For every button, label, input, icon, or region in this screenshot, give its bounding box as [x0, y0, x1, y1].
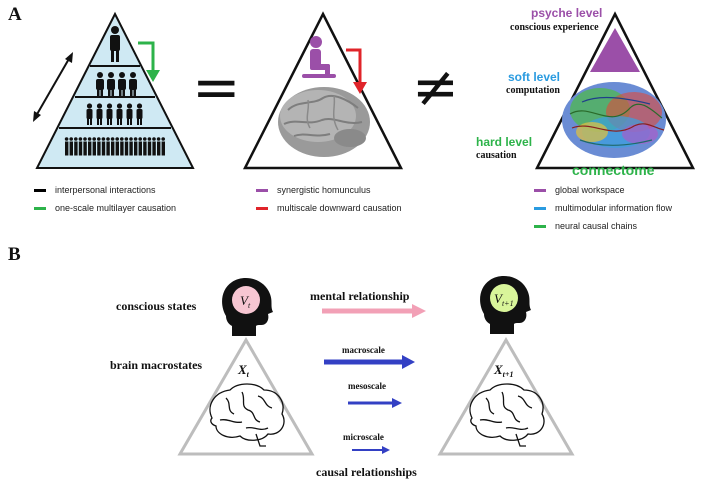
crowd-person-figure [147, 137, 152, 156]
global-workspace-triangle [590, 28, 640, 72]
crowd-person-figure [138, 137, 142, 156]
brain-outline-icon [469, 383, 545, 447]
crowd-person-figure [156, 137, 161, 156]
microscale-label: microscale [343, 432, 384, 442]
legend-swatch-purple [256, 188, 268, 192]
legend-neural-chains: neural causal chains [534, 221, 637, 231]
crowd-person-figure [115, 137, 119, 156]
leader-figure [110, 26, 120, 62]
bidirectional-arrow [33, 52, 73, 122]
legend-label: one-scale multilayer causation [55, 203, 177, 213]
vt1-symbol: Vt+1 [494, 291, 514, 308]
crowd-person-figure [129, 137, 133, 156]
legend-label: multiscale downward causation [277, 203, 402, 213]
crowd-person-figure [74, 137, 78, 156]
macroscale-arrow [324, 355, 415, 369]
vt-thought-circle [232, 286, 260, 314]
legend-swatch-red [256, 206, 268, 210]
mental-relationship-label: mental relationship [310, 289, 410, 303]
triangle-outline [437, 337, 575, 456]
legend-information-flow: multimodular information flow [534, 203, 672, 213]
crowd-person-figure [64, 137, 69, 156]
microscale-arrow [352, 446, 390, 454]
mesoscale-label: mesoscale [348, 381, 386, 391]
crowd-person-figure [143, 137, 147, 156]
macroscale-label: macroscale [342, 345, 385, 355]
panel-a-letter: A [8, 4, 22, 25]
connectome-brain-image [562, 82, 666, 158]
crowd-person-figure [106, 137, 110, 156]
hard-level-subtitle: causation [476, 150, 517, 161]
crowd-person-figure [78, 137, 83, 156]
crowd-person-figure [152, 137, 156, 156]
legend-swatch-green [34, 206, 46, 210]
legend-swatch-black [34, 188, 46, 192]
legend-one-scale: one-scale multilayer causation [34, 203, 176, 213]
psyche-level-subtitle: conscious experience [510, 22, 599, 33]
panel-b-letter: B [8, 244, 21, 265]
xt1-symbol: Xt+1 [493, 362, 513, 379]
connectome-triangle [534, 11, 696, 170]
social-hierarchy-pyramid [35, 11, 195, 169]
homunculus-figure [302, 36, 336, 78]
crowd-row [64, 137, 165, 156]
brain-triangle-xt: Xt [177, 337, 315, 456]
pyramid-outline [35, 11, 195, 169]
crowd-person-figure [83, 137, 87, 156]
crowd-person-figure [87, 137, 92, 156]
crowd-person-figure [161, 137, 165, 156]
crowd-person-figure [124, 137, 129, 156]
mental-relationship-arrow [322, 304, 426, 318]
legend-interpersonal: interpersonal interactions [34, 185, 156, 195]
legend-label: synergistic homunculus [277, 185, 371, 195]
legend-swatch-purple [534, 188, 546, 192]
vt-symbol: Vt [240, 293, 251, 310]
crowd-person-figure [110, 137, 115, 156]
causal-relationships-label: causal relationships [316, 465, 417, 479]
xt-symbol: Xt [237, 362, 250, 379]
psyche-level-title: psyche level [531, 6, 603, 20]
crowd-person-figure [97, 137, 101, 156]
brain-macrostates-label: brain macrostates [110, 358, 203, 372]
legend-label: global workspace [555, 185, 625, 195]
legend-swatch-blue [534, 206, 546, 210]
homunculus-triangle [242, 11, 404, 170]
hard-level-title: hard level [476, 135, 533, 149]
crowd-person-figure [133, 137, 138, 156]
managers-figures [96, 72, 137, 97]
vt1-thought-circle [490, 284, 518, 312]
brain-3d-image [278, 87, 370, 157]
legend-homunculus: synergistic homunculus [256, 185, 371, 195]
legend-global-workspace: global workspace [534, 185, 625, 195]
red-downward-arrow [346, 48, 367, 94]
workers-figures [86, 103, 143, 125]
soft-level-subtitle: computation [506, 85, 560, 96]
head-vt: Vt [222, 278, 273, 336]
equals-symbol: = [192, 53, 241, 121]
crowd-person-figure [120, 137, 124, 156]
legend-downward-causation: multiscale downward causation [256, 203, 402, 213]
legend-label: neural causal chains [555, 221, 638, 231]
soft-level-title: soft level [508, 70, 561, 84]
brain-triangle-xt1: Xt+1 [437, 337, 575, 456]
brain-outline-icon [209, 383, 285, 447]
crowd-person-figure [69, 137, 73, 156]
legend-label: interpersonal interactions [55, 185, 156, 195]
crowd-person-figure [92, 137, 96, 156]
not-equal-symbol: ≠ [412, 55, 459, 120]
legend-label: multimodular information flow [555, 203, 673, 213]
mesoscale-arrow [348, 398, 402, 408]
connectome-label: connectome [572, 162, 655, 178]
legend-swatch-green [534, 224, 546, 228]
head-vt1: Vt+1 [480, 276, 531, 334]
triangle-outline [177, 337, 315, 456]
green-downward-arrow [138, 41, 160, 82]
crowd-person-figure [101, 137, 106, 156]
conscious-states-label: conscious states [116, 299, 197, 313]
